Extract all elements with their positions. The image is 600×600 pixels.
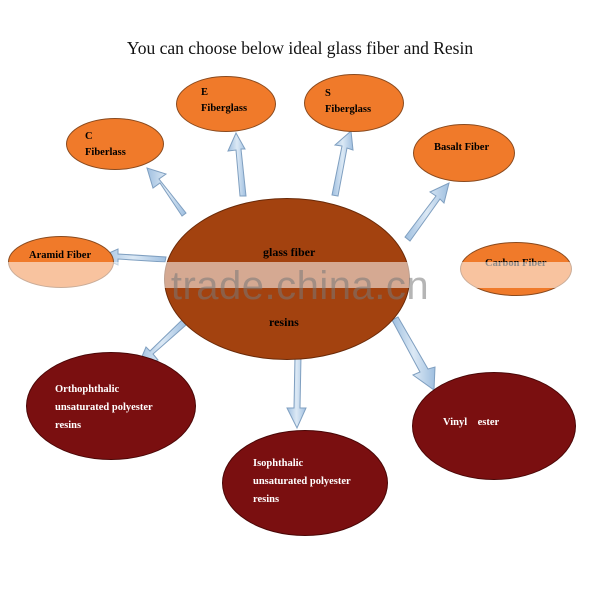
node-s-fiberglass: S Fiberglass <box>304 74 404 132</box>
node-basalt-fiber: Basalt Fiber <box>413 124 515 182</box>
node-ortho-line1: Orthophthalic <box>55 384 120 395</box>
arrow-to-c-fiberglass <box>146 167 187 217</box>
watermark-text: trade.china.cn <box>170 264 430 308</box>
node-iso-line2: unsaturated polyester <box>253 476 351 487</box>
node-s-fiberglass-line2: Fiberglass <box>325 104 372 115</box>
node-e-fiberglass-line2: Fiberglass <box>201 103 248 114</box>
arrow-to-vinyl-ester <box>391 316 436 391</box>
node-vinyl-ester-label: Vinyl ester <box>443 417 500 428</box>
arrow-to-s-fiberglass <box>331 129 354 197</box>
watermark-band <box>0 262 600 288</box>
node-center-line1: glass fiber <box>263 245 316 259</box>
node-orthophthalic-resins: Orthophthalic unsaturated polyester resi… <box>26 352 196 460</box>
arrow-to-basalt-fiber <box>404 182 450 242</box>
node-iso-line3: resins <box>253 494 280 505</box>
node-basalt-fiber-label: Basalt Fiber <box>434 142 490 153</box>
node-ortho-line2: unsaturated polyester <box>55 402 153 413</box>
arrow-to-isophthalic-resins <box>286 355 307 430</box>
node-e-fiberglass: E Fiberglass <box>176 76 276 132</box>
node-iso-line1: Isophthalic <box>253 458 304 469</box>
arrow-to-e-fiberglass <box>227 131 247 197</box>
node-e-fiberglass-line1: E <box>201 87 209 98</box>
node-c-fiberglass: C Fiberlass <box>66 118 164 170</box>
node-aramid-fiber-label: Aramid Fiber <box>29 250 92 261</box>
node-s-fiberglass-line1: S <box>325 88 331 99</box>
node-center-line2: resins <box>269 315 299 329</box>
node-c-fiberglass-line2: Fiberlass <box>85 147 126 158</box>
node-ortho-line3: resins <box>55 420 82 431</box>
node-isophthalic-resins: Isophthalic unsaturated polyester resins <box>222 430 388 536</box>
node-c-fiberglass-line1: C <box>85 131 93 142</box>
node-vinyl-ester: Vinyl ester <box>412 372 576 480</box>
diagram-title: You can choose below ideal glass fiber a… <box>126 38 474 58</box>
